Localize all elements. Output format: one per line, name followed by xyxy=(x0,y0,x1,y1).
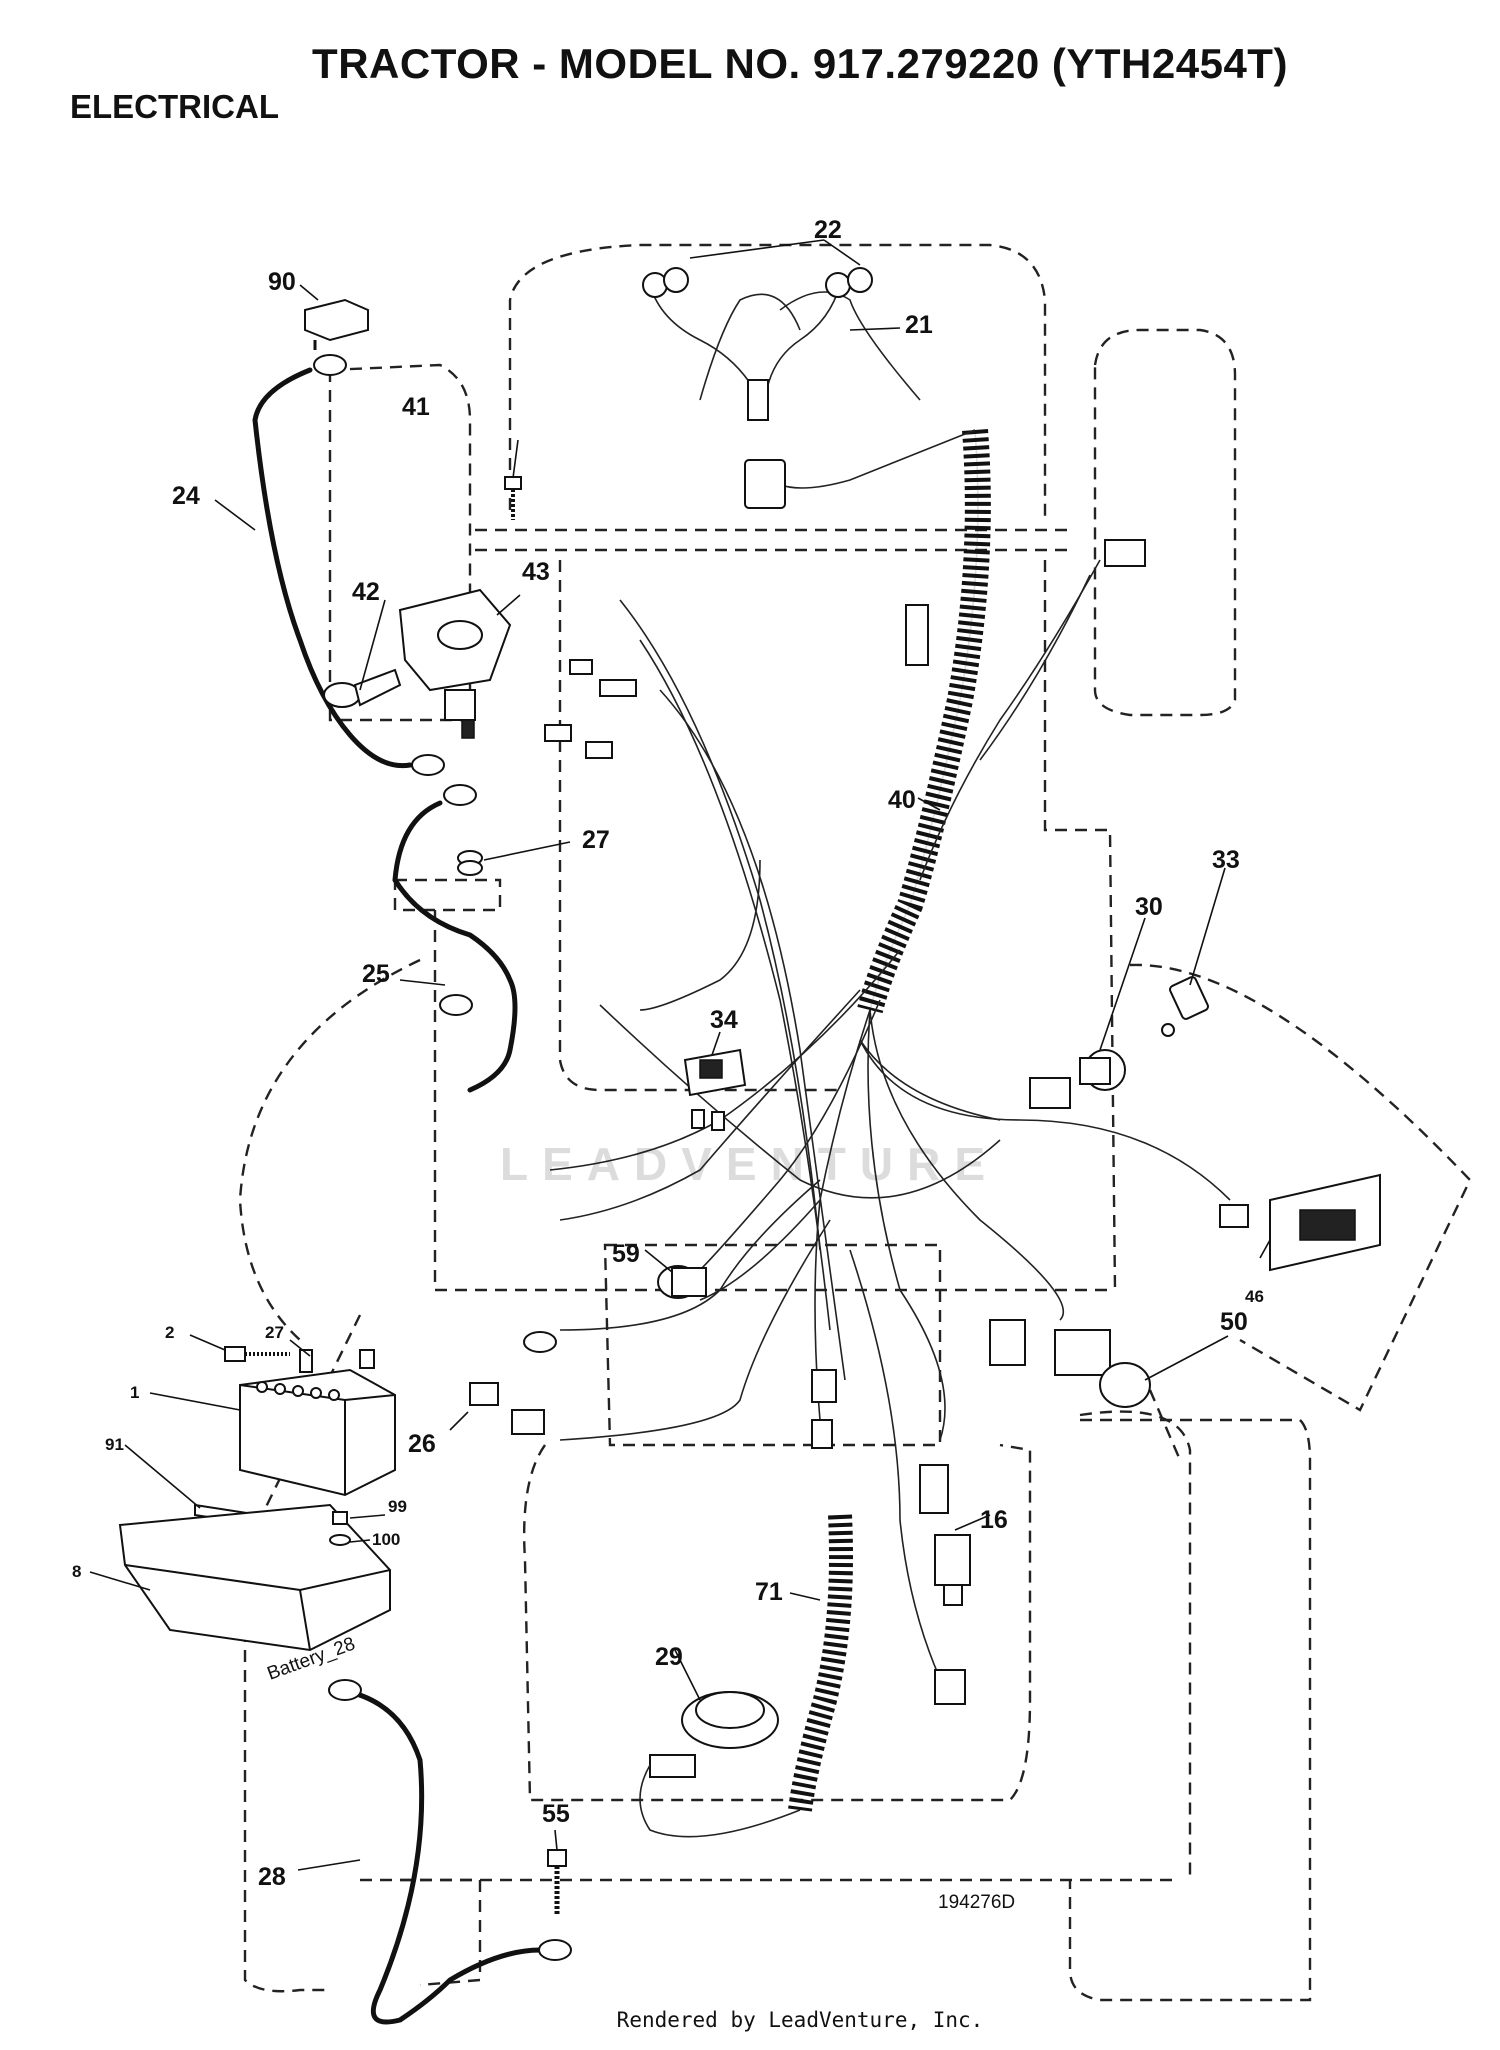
callout-43: 43 xyxy=(522,558,550,586)
cable-28 xyxy=(337,1687,543,2025)
drawing-number: 194276D xyxy=(938,1892,1015,1913)
ring-terminal xyxy=(538,1939,572,1961)
callout-46: 46 xyxy=(1245,1287,1264,1306)
key-33 xyxy=(1161,976,1209,1037)
callout-50: 50 xyxy=(1220,1308,1248,1336)
relay-16 xyxy=(934,1534,971,1606)
callout-27-top: 27 xyxy=(582,826,610,854)
callout-99: 99 xyxy=(388,1497,407,1516)
callout-100: 100 xyxy=(372,1530,400,1549)
seat-switch-connector xyxy=(905,604,929,666)
terminal-cap-90 xyxy=(304,298,369,350)
bolt-55 xyxy=(547,1849,567,1915)
callout-21: 21 xyxy=(905,311,933,339)
connector-plug xyxy=(811,1369,837,1403)
light-59 xyxy=(657,1265,707,1299)
spade-connector xyxy=(599,679,637,697)
callout-71: 71 xyxy=(755,1578,783,1606)
bulb-22-left xyxy=(642,267,689,298)
cable-25 xyxy=(392,800,518,1093)
connector-26-b xyxy=(511,1409,545,1435)
connector-26-a xyxy=(469,1382,499,1406)
spade-connector xyxy=(569,659,593,675)
nut-27 xyxy=(457,850,483,876)
callout-59: 59 xyxy=(612,1240,640,1268)
callout-2: 2 xyxy=(165,1323,174,1342)
ignition-switch-30 xyxy=(1029,1049,1126,1109)
ring-terminal xyxy=(411,754,445,776)
callout-55: 55 xyxy=(542,1800,570,1828)
callout-24: 24 xyxy=(172,482,200,510)
ring-terminal xyxy=(313,354,347,376)
callout-28: 28 xyxy=(258,1863,286,1891)
washer-100 xyxy=(329,1534,351,1546)
ring-terminal xyxy=(439,994,473,1016)
wire-harness xyxy=(549,291,1231,1701)
callout-16: 16 xyxy=(980,1506,1008,1534)
callout-29: 29 xyxy=(655,1643,683,1671)
callout-26: 26 xyxy=(408,1430,436,1458)
cable-24 xyxy=(252,367,413,769)
solenoid-43 xyxy=(398,588,512,739)
callout-22: 22 xyxy=(814,216,842,244)
ring-terminal xyxy=(443,784,477,806)
hourmeter-46 xyxy=(1219,1173,1381,1272)
callout-1: 1 xyxy=(130,1383,139,1402)
spade-connector xyxy=(585,741,613,759)
callout-34: 34 xyxy=(710,1006,738,1034)
callout-90: 90 xyxy=(268,268,296,296)
callout-8: 8 xyxy=(72,1562,81,1581)
footer-credit: Rendered by LeadVenture, Inc. xyxy=(616,2008,984,2032)
connector-plug xyxy=(919,1464,949,1514)
callout-40: 40 xyxy=(888,786,916,814)
connector-plug xyxy=(811,1419,833,1449)
harness-71-coil xyxy=(788,1514,853,1812)
headlight-connector xyxy=(744,459,786,509)
ring-terminal xyxy=(523,1331,557,1353)
hourmeter-connector xyxy=(1219,1204,1249,1228)
watermark-text: LEADVENTURE xyxy=(500,1138,999,1190)
harness-40-body xyxy=(869,429,979,1011)
terminal-boot-42 xyxy=(323,668,402,708)
connector-plug xyxy=(934,1669,966,1705)
diagram-title: TRACTOR - MODEL NO. 917.279220 (YTH2454T… xyxy=(312,40,1288,87)
connector-plug xyxy=(1104,539,1146,567)
ignition-connector xyxy=(1029,1077,1071,1109)
battery-1 xyxy=(239,1349,396,1497)
pto-connector xyxy=(989,1319,1026,1366)
callout-30: 30 xyxy=(1135,893,1163,921)
callout-42: 42 xyxy=(352,578,380,606)
harness-40-coil xyxy=(857,429,991,1014)
callout-41: 41 xyxy=(402,393,430,421)
headlight-harness xyxy=(649,284,841,509)
leader-lines xyxy=(89,239,1271,1871)
callout-27-battery: 27 xyxy=(265,1323,284,1342)
chassis-outline xyxy=(238,243,1472,2002)
bolt-41 xyxy=(504,476,522,520)
callout-91: 91 xyxy=(105,1435,124,1454)
section-title: ELECTRICAL xyxy=(70,88,279,125)
pto-switch-50 xyxy=(989,1319,1151,1408)
callout-33: 33 xyxy=(1212,846,1240,874)
screw-99 xyxy=(332,1511,348,1525)
battery-tray-8 xyxy=(118,1503,391,1652)
switch-34 xyxy=(683,1048,747,1131)
callout-25: 25 xyxy=(362,960,390,988)
buzzer-29 xyxy=(639,1691,801,1838)
battery-bolt-2 xyxy=(224,1346,246,1362)
bulb-22-right xyxy=(825,267,873,298)
ring-terminal xyxy=(328,1679,362,1701)
harness-connector xyxy=(747,379,769,421)
spade-connector xyxy=(544,724,572,742)
